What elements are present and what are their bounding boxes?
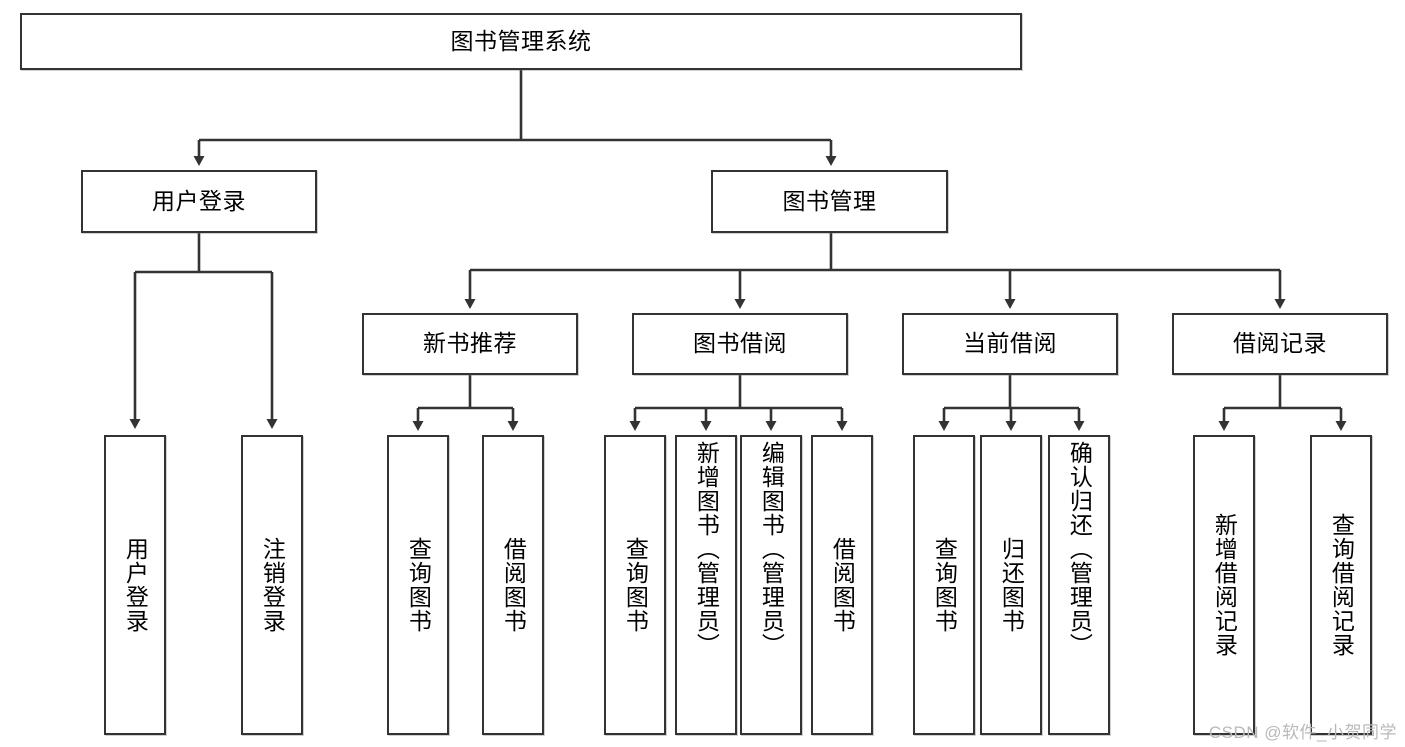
node-new-book-recommend[interactable]: 新书推荐 (362, 313, 578, 375)
csdn-watermark: CSDN @软件_小贺同学 (1208, 723, 1397, 742)
leaf-add-book-admin[interactable]: 新增图书（管理员） (675, 435, 737, 735)
leaf-borrow-book[interactable]: 借阅图书 (811, 435, 873, 735)
node-user-login[interactable]: 用户登录 (81, 170, 317, 233)
node-book-management[interactable]: 图书管理 (711, 170, 948, 233)
leaf-return-book[interactable]: 归还图书 (980, 435, 1042, 735)
leaf-confirm-return-admin[interactable]: 确认归还（管理员） (1048, 435, 1110, 735)
leaf-borrow-book-recommend[interactable]: 借阅图书 (482, 435, 544, 735)
leaf-logout-login[interactable]: 注销登录 (241, 435, 303, 735)
node-borrow-record[interactable]: 借阅记录 (1172, 313, 1388, 375)
leaf-query-book-recommend[interactable]: 查询图书 (387, 435, 449, 735)
leaf-edit-book-admin[interactable]: 编辑图书（管理员） (740, 435, 802, 735)
node-book-borrow[interactable]: 图书借阅 (632, 313, 848, 375)
leaf-user-login[interactable]: 用户登录 (104, 435, 166, 735)
node-root-system[interactable]: 图书管理系统 (20, 13, 1022, 70)
node-current-borrow[interactable]: 当前借阅 (902, 313, 1118, 375)
leaf-query-borrow-record[interactable]: 查询借阅记录 (1310, 435, 1372, 735)
leaf-query-book-borrow[interactable]: 查询图书 (604, 435, 666, 735)
leaf-query-book-current[interactable]: 查询图书 (913, 435, 975, 735)
leaf-add-borrow-record[interactable]: 新增借阅记录 (1193, 435, 1255, 735)
